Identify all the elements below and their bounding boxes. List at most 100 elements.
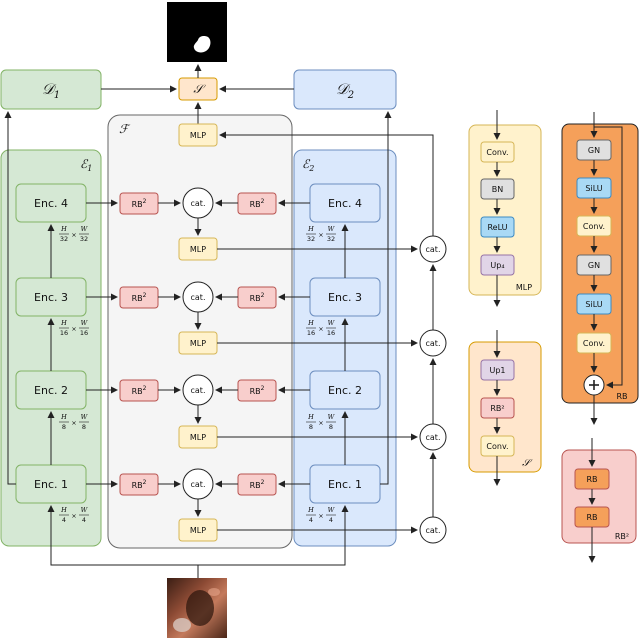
enc2-block-4-label: Enc. 4 — [328, 197, 362, 210]
scale-label-4: H 4 × W 4 — [59, 506, 89, 524]
svg-text:×: × — [71, 231, 76, 239]
svg-text:×: × — [318, 325, 323, 333]
svg-text:×: × — [318, 231, 323, 239]
svg-text:RB²: RB² — [615, 532, 629, 541]
svg-text:4: 4 — [309, 516, 313, 524]
scale-label-16: H 16 × W 16 — [59, 319, 89, 337]
scale-label-32: H 32 × W 32 — [306, 225, 336, 243]
svg-text:cat.: cat. — [426, 339, 441, 348]
svg-text:RB: RB — [586, 513, 597, 522]
svg-text:Up₄: Up₄ — [490, 261, 504, 270]
svg-text:cat.: cat. — [191, 480, 206, 489]
svg-text:H: H — [60, 413, 67, 421]
fusion-label: ℱ — [119, 122, 131, 136]
svg-text:16: 16 — [307, 329, 315, 337]
svg-text:cat.: cat. — [191, 199, 206, 208]
fusion-level-4: RB2 RB2 cat. MLP — [119, 187, 277, 261]
svg-text:MLP: MLP — [516, 283, 532, 292]
svg-text:4: 4 — [82, 516, 86, 524]
svg-text:RB: RB — [586, 475, 597, 484]
svg-text:32: 32 — [60, 235, 68, 243]
encoder-1-label: ℰ1 — [80, 157, 92, 173]
svg-text:8: 8 — [329, 423, 333, 431]
svg-text:RB2: RB2 — [250, 479, 265, 490]
svg-text:32: 32 — [80, 235, 88, 243]
enc1-block-2-label: Enc. 2 — [34, 384, 68, 397]
scale-label-32: H 32 × W 32 — [59, 225, 89, 243]
svg-text:RB2: RB2 — [132, 479, 147, 490]
svg-text:16: 16 — [80, 329, 88, 337]
svg-text:RB: RB — [616, 392, 627, 401]
svg-text:GN: GN — [588, 146, 600, 155]
fusion-mlp-top-label: MLP — [190, 131, 206, 140]
legend-rb: GN SiLU Conv. GN SiLU Conv. RB — [561, 112, 639, 425]
svg-text:W: W — [81, 319, 89, 327]
svg-text:Up1: Up1 — [489, 366, 505, 375]
svg-text:H: H — [307, 506, 314, 514]
svg-text:H: H — [307, 225, 314, 233]
svg-text:×: × — [71, 512, 76, 520]
svg-text:MLP: MLP — [190, 339, 206, 348]
svg-text:RB2: RB2 — [250, 385, 265, 396]
enc1-block-4-label: Enc. 4 — [34, 197, 68, 210]
enc2-block-1-label: Enc. 1 — [328, 478, 362, 491]
svg-text:H: H — [60, 319, 67, 327]
polyp-mask-shape — [193, 36, 211, 53]
svg-text:BN: BN — [492, 185, 503, 194]
svg-text:Conv.: Conv. — [583, 339, 605, 348]
svg-text:8: 8 — [82, 423, 86, 431]
svg-text:W: W — [81, 506, 89, 514]
svg-text:RB2: RB2 — [250, 198, 265, 209]
svg-text:W: W — [328, 413, 336, 421]
svg-text:H: H — [307, 413, 314, 421]
svg-text:×: × — [318, 419, 323, 427]
svg-text:8: 8 — [62, 423, 66, 431]
enc1-scale-labels: H 32 × W 32 H 16 × W 16 H 8 × W 8 H — [59, 225, 89, 524]
svg-text:SiLU: SiLU — [585, 300, 602, 309]
enc1-block-3-label: Enc. 3 — [34, 291, 68, 304]
output-mask-image — [167, 2, 227, 62]
svg-text:W: W — [328, 319, 336, 327]
svg-text:16: 16 — [327, 329, 335, 337]
input-endoscopy-image — [167, 578, 227, 638]
svg-text:Conv.: Conv. — [583, 222, 605, 231]
svg-text:W: W — [328, 506, 336, 514]
svg-text:H: H — [60, 225, 67, 233]
scale-label-8: H 8 × W 8 — [306, 413, 336, 431]
svg-text:cat.: cat. — [191, 293, 206, 302]
svg-text:Conv.: Conv. — [486, 148, 508, 157]
svg-text:RB2: RB2 — [132, 292, 147, 303]
svg-text:W: W — [81, 225, 89, 233]
svg-text:RB2: RB2 — [132, 385, 147, 396]
svg-text:W: W — [81, 413, 89, 421]
encoder-2-label: ℰ2 — [302, 157, 314, 173]
svg-text:cat.: cat. — [426, 245, 441, 254]
svg-text:RB2: RB2 — [250, 292, 265, 303]
svg-text:RB²: RB² — [490, 404, 504, 413]
scale-label-16: H 16 × W 16 — [306, 319, 336, 337]
svg-text:8: 8 — [309, 423, 313, 431]
svg-text:×: × — [71, 325, 76, 333]
decoder-2-label: 𝒟2 — [336, 80, 354, 101]
enc1-block-1-label: Enc. 1 — [34, 478, 68, 491]
encoder-2-blocks: Enc. 4 Enc. 3 Enc. 2 Enc. 1 — [309, 183, 381, 504]
svg-text:H: H — [307, 319, 314, 327]
enc2-block-2-label: Enc. 2 — [328, 384, 362, 397]
legend-rb2: RB RB RB² — [561, 438, 637, 563]
encoder-1-blocks: Enc. 4 Enc. 3 Enc. 2 Enc. 1 — [15, 183, 87, 504]
svg-text:4: 4 — [329, 516, 333, 524]
svg-text:GN: GN — [588, 261, 600, 270]
svg-text:4: 4 — [62, 516, 66, 524]
enc2-block-3-label: Enc. 3 — [328, 291, 362, 304]
fusion-mlp-top — [178, 123, 218, 147]
svg-text:SiLU: SiLU — [585, 184, 602, 193]
right-cat-column: cat. cat. cat. cat. — [419, 235, 447, 544]
svg-text:16: 16 — [60, 329, 68, 337]
legend-s: Up1 RB² Conv. 𝒮 — [468, 330, 542, 486]
svg-text:×: × — [71, 419, 76, 427]
legend-mlp: Conv. BN ReLU Up₄ MLP — [468, 110, 542, 307]
scale-label-8: H 8 × W 8 — [59, 413, 89, 431]
svg-text:ReLU: ReLU — [487, 223, 507, 232]
scale-label-4: H 4 × W 4 — [306, 506, 336, 524]
